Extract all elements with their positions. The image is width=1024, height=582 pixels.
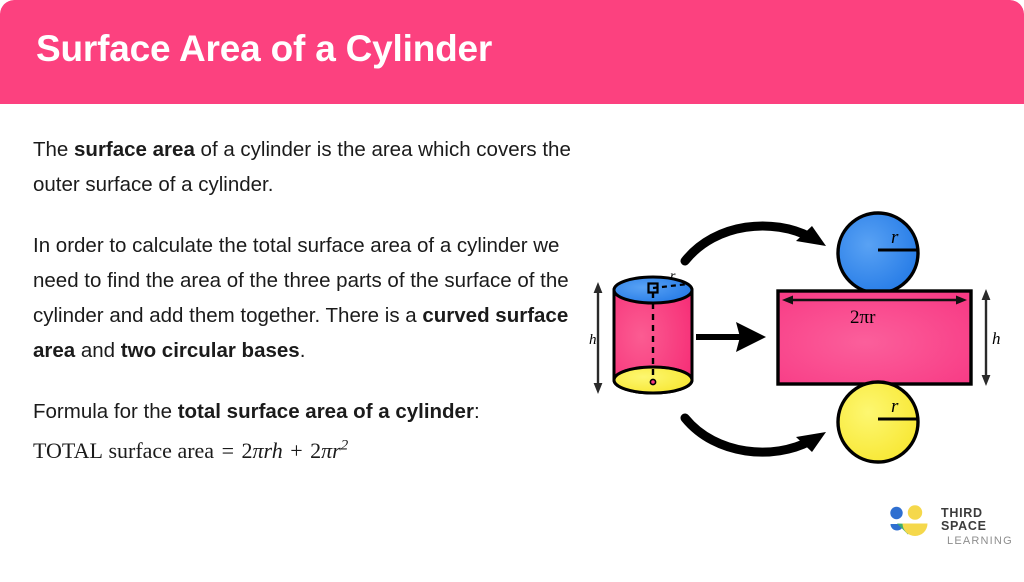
cylinder-height-measure: h xyxy=(589,282,603,394)
paragraph-method-part3: . xyxy=(299,339,306,362)
formula-term1-radius: r xyxy=(263,438,272,464)
paragraph-formula-part1: Formula for the xyxy=(33,400,178,423)
net-rectangle-shape xyxy=(776,289,973,386)
cylinder-radius-label: r xyxy=(670,269,676,284)
cylinder-height-arrowhead-bottom xyxy=(593,383,603,394)
net-rectangle-width-arrowhead-left xyxy=(782,295,793,305)
net-rectangle-width-arrowhead-right xyxy=(956,295,967,305)
paragraph-definition-part2: of a cylinder is the area which covers t… xyxy=(33,138,571,196)
curved-arrow-top-path xyxy=(680,221,815,266)
net-bottom-circle: r xyxy=(836,380,920,464)
cylinder-shape: r h xyxy=(589,269,694,395)
cylinder-radius-dashed-line xyxy=(652,282,689,290)
paragraph-definition-part1: The xyxy=(33,138,75,161)
net-rectangle: 2πr xyxy=(776,289,973,386)
cylinder-bottom-hidden-edge xyxy=(612,365,694,381)
logo-wordmark: THIRD SPACE LEARNING xyxy=(941,507,1013,547)
formula-term1-pi: π xyxy=(252,438,264,464)
right-angle-marker xyxy=(647,282,659,294)
cylinder-net-diagram: r h xyxy=(588,196,1018,471)
logo-blue-head xyxy=(890,506,903,520)
paragraph-method-part1: In order to calculate the total surface … xyxy=(33,234,569,327)
formula-term2-exponent: 2 xyxy=(340,438,349,454)
net-rectangle-height-arrowhead-bottom xyxy=(981,375,991,386)
curved-arrow-top xyxy=(680,221,826,266)
curved-arrow-bottom-path xyxy=(680,413,815,457)
formula-equals-sign: = xyxy=(221,438,234,464)
page-header: Surface Area of a Cylinder xyxy=(0,0,1024,104)
logo-line-1: THIRD SPACE xyxy=(941,506,987,533)
paragraph-method-part2: and xyxy=(75,339,121,362)
net-top-circle-radius-label: r xyxy=(891,227,899,248)
formula-term2-pi: π xyxy=(321,438,333,464)
brand-logo: THIRD SPACE LEARNING xyxy=(889,500,1012,547)
logo-mark-icon xyxy=(889,504,935,540)
arrow-group xyxy=(680,221,826,457)
curved-arrow-bottom xyxy=(680,413,826,457)
paragraph-formula-bold1: total surface area of a cylinder xyxy=(177,400,474,423)
net-rectangle-width-label: 2πr xyxy=(850,307,876,328)
formula-plus-sign: + xyxy=(290,438,303,464)
cylinder-top-face xyxy=(612,275,694,305)
net-bottom-circle-shape xyxy=(836,380,920,464)
paragraph-definition: The surface area of a cylinder is the ar… xyxy=(33,132,593,202)
paragraph-formula: Formula for the total surface area of a … xyxy=(33,394,593,469)
logo-yellow-head xyxy=(907,505,923,520)
straight-arrow-head xyxy=(736,322,766,352)
logo-yellow-body xyxy=(902,523,928,536)
formula-surface-area-words: surface area xyxy=(108,438,215,464)
net-top-circle-shape xyxy=(836,211,920,295)
paragraph-method: In order to calculate the total surface … xyxy=(33,228,573,368)
formula-total-word: TOTAL xyxy=(33,438,103,464)
formula-term1-coefficient: 2 xyxy=(241,438,253,464)
net-top-circle: r xyxy=(836,211,920,295)
net-rectangle-height-label: h xyxy=(992,329,1001,348)
formula-term1-height: h xyxy=(271,438,283,464)
paragraph-definition-bold1: surface area xyxy=(74,138,195,161)
cylinder-height-label: h xyxy=(589,332,597,348)
formula-expression: TOTAL surface area = 2πrh + 2πr2 xyxy=(33,438,348,463)
paragraph-method-bold1: curved surface area xyxy=(33,304,569,362)
net-rectangle-height-arrowhead-top xyxy=(981,289,991,300)
net-rectangle-height-measure: h xyxy=(981,289,1001,386)
curved-arrow-top-head xyxy=(796,226,826,246)
content-text-column: The surface area of a cylinder is the ar… xyxy=(33,132,593,469)
cylinder-height-arrowhead-top xyxy=(593,282,603,293)
logo-line-2: LEARNING xyxy=(947,535,1013,547)
formula-term2-coefficient: 2 xyxy=(310,438,322,464)
paragraph-method-bold2: two circular bases xyxy=(120,339,300,362)
formula-term2-radius: r xyxy=(332,438,341,464)
paragraph-formula-part2: : xyxy=(473,400,480,423)
net-bottom-circle-radius-label: r xyxy=(891,396,899,417)
cylinder-centre-dot xyxy=(649,378,657,386)
page-title: Surface Area of a Cylinder xyxy=(36,28,493,69)
curved-arrow-bottom-head xyxy=(796,432,826,452)
straight-arrow-middle xyxy=(696,322,766,352)
